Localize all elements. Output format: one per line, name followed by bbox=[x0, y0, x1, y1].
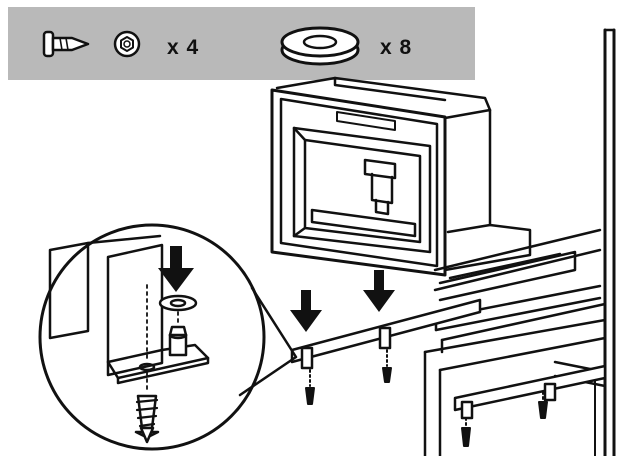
washer-quantity: x 8 bbox=[380, 36, 413, 59]
rail-screws bbox=[305, 349, 548, 447]
cabinet-side-wall bbox=[603, 28, 616, 456]
detail-down-arrow-icon bbox=[158, 246, 194, 292]
screw-icon bbox=[42, 30, 90, 58]
mounting-rail-rear bbox=[453, 364, 607, 420]
mounting-rail-front bbox=[290, 298, 482, 370]
screw-quantity: x 4 bbox=[167, 36, 200, 59]
detail-callout bbox=[38, 223, 298, 451]
down-arrow-icon bbox=[290, 270, 395, 332]
hex-socket-icon bbox=[113, 30, 141, 58]
washer-icon bbox=[280, 26, 360, 66]
cabinet-shelf-upper bbox=[433, 228, 607, 354]
coffee-machine bbox=[270, 76, 532, 277]
